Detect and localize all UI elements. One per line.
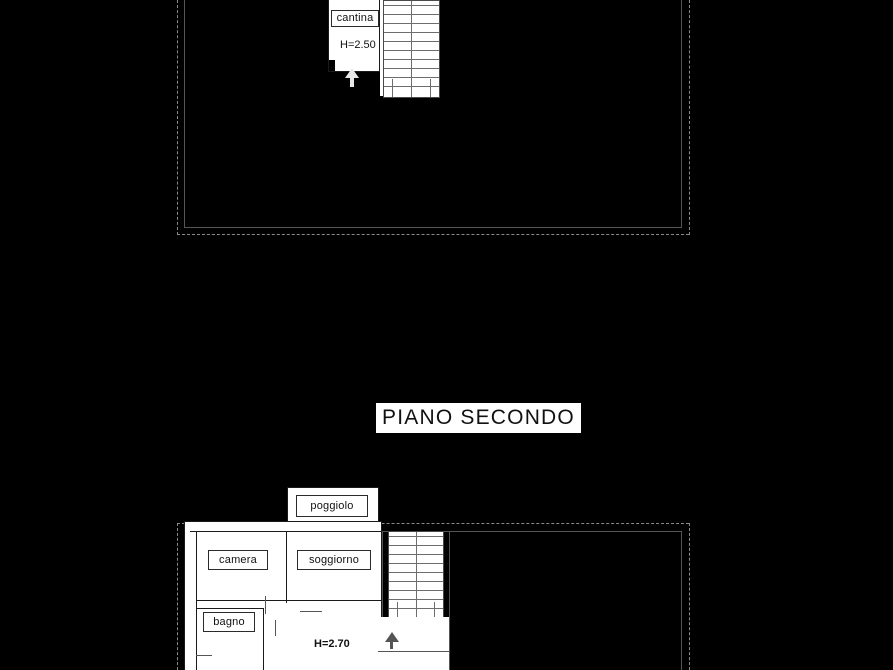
cantina-wall-left (328, 0, 329, 72)
bagno-label: bagno (203, 612, 255, 632)
poggiolo-wall-right (378, 487, 379, 525)
bagno-wall-top (196, 608, 264, 609)
poggiolo-wall-top (287, 487, 379, 488)
apartment-height-label: H=2.70 (312, 638, 352, 651)
cantina-wall-right (379, 0, 380, 72)
top-plan-corridor-gap (380, 0, 383, 96)
stair-direction-arrow-lower-stem (390, 641, 393, 649)
apartment-wall-right (381, 521, 382, 670)
stair-direction-arrow-lower (385, 632, 399, 642)
poggiolo-wall-left (287, 487, 288, 525)
door-opening-bagno (275, 620, 276, 636)
bottom-plan-outer-boundary-right (689, 523, 690, 670)
soggiorno-partition-bottom (286, 600, 382, 601)
door-opening-camera (265, 596, 266, 614)
cantina-height-label: H=2.50 (338, 39, 378, 52)
apartment-wall-top (184, 521, 382, 522)
top-plan-inner-edge-bottom (184, 227, 681, 228)
poggiolo-label-text: poggiolo (310, 499, 354, 512)
top-plan-outer-boundary-left (177, 0, 178, 235)
soggiorno-label-text: soggiorno (308, 553, 360, 566)
cantina-wall-notch (329, 60, 335, 71)
top-plan-inner-edge-left (184, 0, 185, 228)
bagno-label-text: bagno (213, 615, 245, 628)
stair-upper (383, 0, 440, 98)
cantina-height-text: H=2.50 (340, 39, 376, 51)
apartment-height-text: H=2.70 (314, 638, 350, 650)
door-opening-hall (300, 611, 322, 612)
stair-direction-arrow (345, 68, 359, 78)
stair-landing (378, 617, 450, 670)
top-plan-outer-boundary-right (689, 0, 690, 235)
top-plan-inner-edge-right (681, 0, 682, 228)
floor-plan-title: PIANO SECONDO (376, 403, 581, 433)
camera-label: camera (208, 550, 268, 570)
apartment-body (184, 521, 382, 670)
corridor-wall-right (449, 531, 450, 670)
floor-plan-title-text: PIANO SECONDO (382, 406, 575, 429)
bottom-plan-outer-boundary-top (177, 523, 689, 524)
cantina-label-text: cantina (336, 12, 374, 24)
bottom-plan-outer-boundary-left (177, 523, 178, 670)
cantina-label: cantina (331, 10, 379, 27)
stair-direction-arrow-stem (350, 77, 354, 87)
soggiorno-label: soggiorno (297, 550, 371, 570)
apartment-wall-left-outer (184, 521, 185, 670)
bagno-wall-right (263, 608, 264, 670)
poggiolo-label: poggiolo (296, 495, 368, 517)
threshold-line (196, 655, 212, 656)
stair-lower (388, 531, 444, 619)
top-plan-outer-boundary-bottom (177, 234, 689, 235)
camera-soggiorno-partition (286, 531, 287, 603)
stair-landing-edge (378, 651, 450, 652)
camera-label-text: camera (219, 553, 257, 566)
bottom-plan-inner-edge-right (681, 531, 682, 670)
corridor-wall-left (382, 531, 383, 617)
camera-partition-bottom (196, 600, 286, 601)
